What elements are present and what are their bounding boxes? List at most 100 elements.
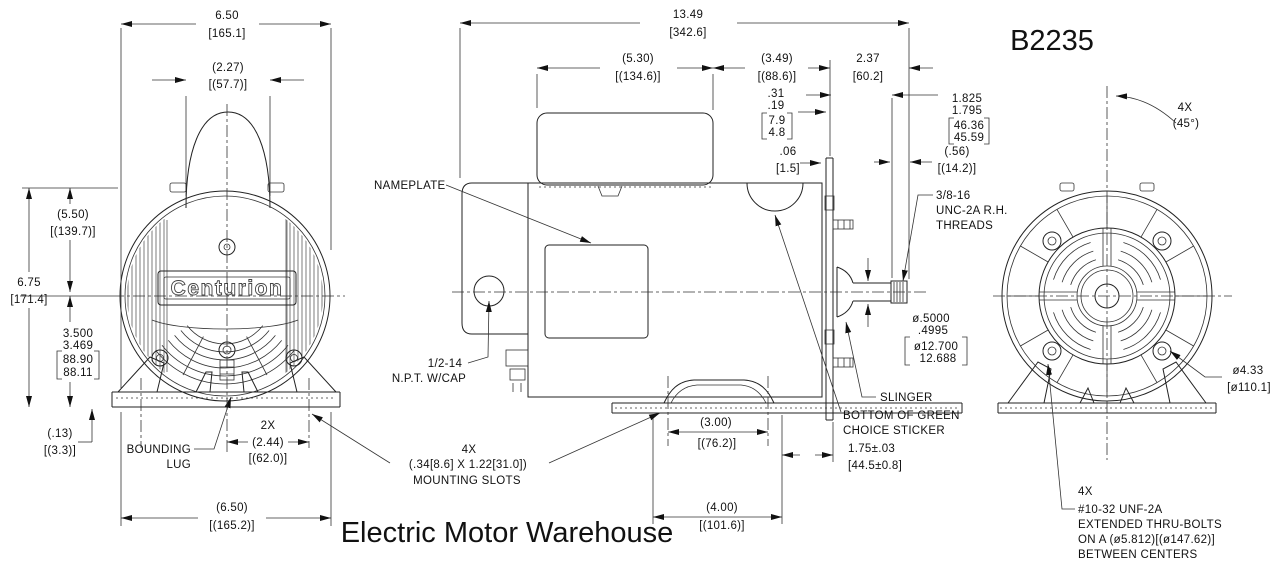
note-bolts-type: EXTENDED THRU-BOLTS: [1078, 519, 1222, 531]
bracket-shaftdia: [904, 336, 968, 366]
label-npt-size: 1/2-14: [428, 358, 463, 370]
label-bounding: BOUNDING: [127, 444, 191, 456]
dim-hump-mm: [(57.7)]: [209, 79, 248, 91]
switch-box-lower: [509, 368, 526, 381]
plate-tab-lower: [824, 329, 835, 345]
dim-slotspan-in: (3.00): [700, 417, 732, 429]
rear-ear-left: [1059, 182, 1075, 192]
dim-box-in: (5.30): [622, 53, 654, 65]
dim-basewidth-mm: [(165.2)]: [209, 520, 255, 532]
front-view-dimensions: 6.50 [165.1] (2.27) [(57.7)] 6.75 [171.4…: [10, 10, 345, 532]
fan-guard-slots: [1039, 228, 1175, 364]
rear-centerlines: [993, 86, 1232, 460]
dim-height-mm: [171.4]: [10, 294, 47, 306]
dim-shaftdia-min: .4995: [918, 325, 948, 337]
dim-shaftext-mm-max: 46.36: [954, 120, 984, 132]
thru-bolt-studs: [832, 219, 854, 368]
fan-grille: [155, 325, 295, 385]
lifting-dome-outline: [185, 111, 271, 209]
top-ear-left: [169, 182, 187, 193]
dim-basethk-in: (.13): [47, 428, 72, 440]
dim-shaftheight-max: 3.500: [63, 328, 93, 340]
casting-seam: [151, 319, 299, 330]
side-view: [452, 112, 963, 421]
side-base: [611, 379, 963, 414]
note-bolts-circle: ON A (ø5.812)[(ø147.62)]: [1078, 534, 1215, 546]
label-sticker-line1: BOTTOM OF GREEN: [843, 410, 960, 422]
dim-slotspace-mm: [(62.0)]: [249, 453, 288, 465]
model-number: B2235: [1010, 25, 1094, 57]
note-bolts-count: 4X: [1078, 486, 1093, 498]
label-threads-size: 3/8-16: [936, 190, 970, 202]
label-slinger: SLINGER: [880, 392, 933, 404]
end-bell: [461, 182, 528, 335]
label-slots-word: MOUNTING SLOTS: [413, 475, 521, 487]
dim-shaftheight-min: 3.469: [63, 340, 93, 352]
dim-shaftheight-mm-max: 88.90: [63, 354, 93, 366]
nameplate-rect: [544, 244, 649, 339]
label-npt-cap: N.P.T. W/CAP: [392, 373, 466, 385]
dim-fandia-mm: [ø110.1]: [1227, 382, 1271, 394]
front-view: Centurion: [111, 111, 341, 408]
dim-tab-mm-min: 4.8: [769, 127, 786, 139]
dim-shaftheight-mm-min: 88.11: [63, 367, 92, 379]
dim-gap-in: .06: [780, 146, 797, 158]
note-bolts-centers: BETWEEN CENTERS: [1078, 549, 1198, 561]
note-bolts-size: #10-32 UNF-2A: [1078, 504, 1162, 516]
dim-footspan-in: (4.00): [706, 502, 738, 514]
watermark-title: Electric Motor Warehouse: [341, 517, 674, 549]
dim-fandia-in: ø4.33: [1233, 365, 1264, 377]
dim-shaftext-min: 1.795: [952, 105, 982, 117]
label-sticker-line2: CHOICE STICKER: [843, 425, 945, 437]
dim-shaftdia-mm-min: 12.688: [920, 353, 957, 365]
label-lug: LUG: [166, 459, 191, 471]
slot-centerlines: [667, 376, 769, 446]
terminal-box: [536, 112, 714, 186]
dim-front-width-mm: [165.1]: [208, 28, 245, 40]
mounting-face-plate: [825, 157, 834, 421]
rear-ear-right: [1139, 182, 1155, 192]
front-centerlines: [112, 104, 345, 452]
top-bolt-center: [223, 243, 231, 251]
dim-rear-in: (3.49): [761, 53, 793, 65]
dim-thread-in: (.56): [944, 146, 969, 158]
dim-rear-mm: [(88.6)]: [758, 71, 797, 83]
label-slots-size: (.34[8.6] X 1.22[31.0]): [409, 459, 527, 471]
plate-tab-upper: [824, 195, 835, 211]
switch-box-wires: [512, 383, 522, 392]
dim-boltangle-deg: (45°): [1173, 118, 1200, 130]
front-feet: [111, 356, 341, 408]
switch-box: [505, 349, 529, 367]
dim-thread-mm: [(14.2)]: [938, 163, 977, 175]
dim-shaftdia-mm-max: ø12.700: [914, 341, 958, 353]
dim-footspan-mm: [(101.6)]: [699, 520, 745, 532]
dim-slotspace-in: (2.44): [252, 437, 284, 449]
rear-view: [993, 86, 1232, 460]
dim-boltangle-count: 4X: [1178, 102, 1193, 114]
bracket-shaft-height: [56, 350, 100, 380]
dim-gap-mm: [1.5]: [776, 163, 800, 175]
label-nameplate: NAMEPLATE: [374, 180, 446, 192]
dim-basethk-mm: [(3.3)]: [44, 445, 76, 457]
dim-topcenter-in: (5.50): [57, 209, 89, 221]
dim-box-mm: [(134.6)]: [615, 71, 661, 83]
dim-length-in: 13.49: [673, 9, 703, 21]
dim-shaftend-in: 2.37: [856, 53, 880, 65]
bracket-tab: [761, 112, 793, 140]
dim-slotspace-count: 2X: [261, 420, 276, 432]
dim-front-width-in: 6.50: [215, 10, 239, 22]
dim-height-in: 6.75: [17, 277, 41, 289]
side-view-dimensions: 13.49 [342.6] (5.30) [(134.6)] (3.49) [(…: [311, 9, 1007, 532]
dim-length-mm: [342.6]: [669, 27, 706, 39]
dim-shaftext-max: 1.825: [952, 93, 982, 105]
rear-view-dimensions: 4X (45°) ø4.33 [ø110.1] 4X #10-32 UNF-2A…: [1046, 93, 1271, 561]
dim-tab-min: .19: [768, 100, 785, 112]
dim-hump-in: (2.27): [212, 62, 244, 74]
dim-shaftend-mm: [60.2]: [853, 71, 884, 83]
terminal-box-latch: [597, 185, 623, 197]
motor-body: [527, 182, 823, 398]
dim-shaftext-mm-min: 45.59: [954, 132, 984, 144]
bracket-shaftext: [948, 117, 990, 145]
